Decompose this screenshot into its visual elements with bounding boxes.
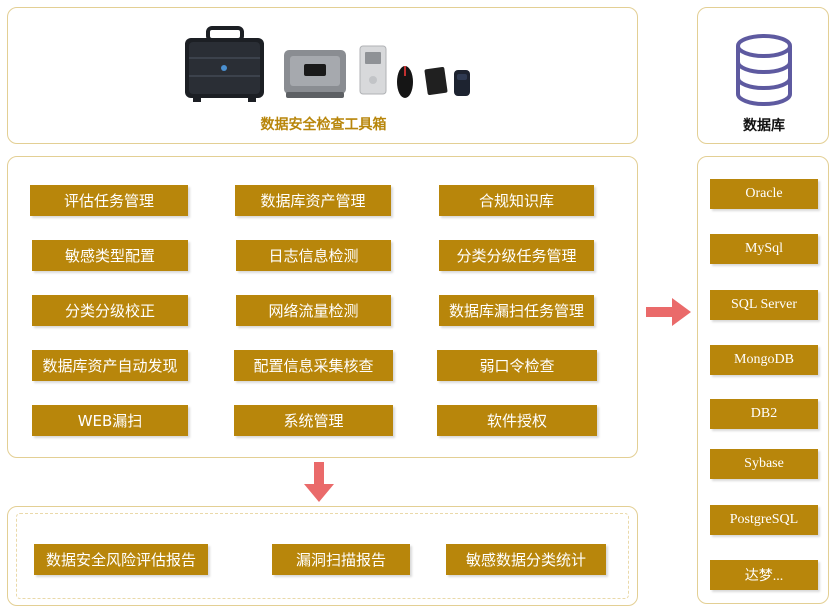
toolbox-devices <box>185 26 470 102</box>
database-item[interactable]: MongoDB <box>710 345 818 375</box>
feature-box[interactable]: 日志信息检测 <box>236 240 391 271</box>
database-item[interactable]: SQL Server <box>710 290 818 320</box>
feature-box[interactable]: 网络流量检测 <box>236 295 391 326</box>
report-box[interactable]: 漏洞扫描报告 <box>272 544 410 575</box>
feature-box[interactable]: 分类分级校正 <box>32 295 188 326</box>
database-item[interactable]: 达梦... <box>710 560 818 590</box>
feature-box[interactable]: 系统管理 <box>234 405 393 436</box>
feature-box[interactable]: 弱口令检查 <box>437 350 597 381</box>
feature-box[interactable]: 数据库漏扫任务管理 <box>439 295 594 326</box>
database-item[interactable]: PostgreSQL <box>710 505 818 535</box>
feature-box[interactable]: 合规知识库 <box>439 185 594 216</box>
rugged-laptop-image <box>284 50 346 98</box>
mouse-image <box>397 66 413 98</box>
feature-box[interactable]: WEB漏扫 <box>32 405 188 436</box>
feature-box[interactable]: 配置信息采集核查 <box>234 350 393 381</box>
database-item[interactable]: DB2 <box>710 399 818 429</box>
feature-box[interactable]: 分类分级任务管理 <box>439 240 594 271</box>
toolbox-title: 数据安全检查工具箱 <box>260 117 387 133</box>
features-panel: 评估任务管理 数据库资产管理 合规知识库 敏感类型配置 日志信息检测 分类分级任… <box>7 156 638 458</box>
feature-box[interactable]: 数据库资产管理 <box>235 185 391 216</box>
feature-box[interactable]: 敏感类型配置 <box>32 240 188 271</box>
database-title: 数据库 <box>743 118 785 134</box>
report-box[interactable]: 敏感数据分类统计 <box>446 544 606 575</box>
feature-box[interactable]: 评估任务管理 <box>30 185 188 216</box>
usb-drive-image <box>359 45 387 95</box>
database-item[interactable]: Sybase <box>710 449 818 479</box>
notebook-image <box>424 66 448 96</box>
reports-inner-frame <box>16 513 629 599</box>
toolbox-panel: 数据安全检查工具箱 <box>7 7 638 144</box>
reports-panel: 数据安全风险评估报告 漏洞扫描报告 敏感数据分类统计 <box>7 506 638 606</box>
briefcase-image <box>185 26 264 102</box>
database-item[interactable]: Oracle <box>710 179 818 209</box>
report-box[interactable]: 数据安全风险评估报告 <box>34 544 208 575</box>
feature-box[interactable]: 软件授权 <box>437 405 597 436</box>
right-arrow-icon <box>646 298 691 326</box>
power-bank-image <box>454 70 470 96</box>
database-icon <box>736 34 792 106</box>
database-list-panel: Oracle MySql SQL Server MongoDB DB2 Syba… <box>697 156 829 604</box>
feature-box[interactable]: 数据库资产自动发现 <box>32 350 188 381</box>
down-arrow-icon <box>304 462 334 502</box>
database-header-panel: 数据库 <box>697 7 829 144</box>
database-item[interactable]: MySql <box>710 234 818 264</box>
